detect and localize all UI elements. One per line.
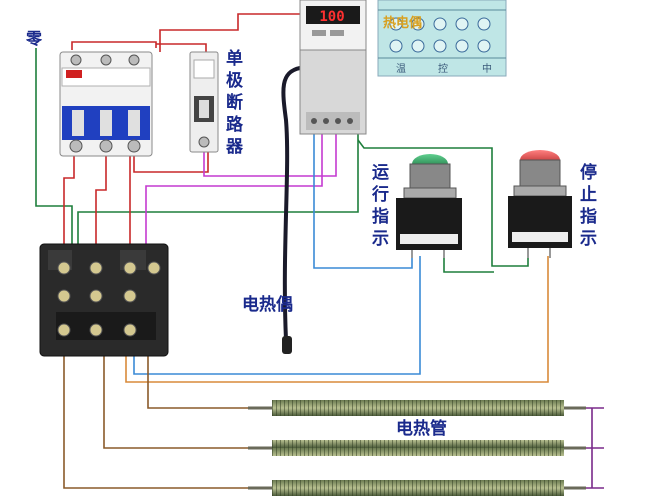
inset-title: 热电偶 bbox=[383, 15, 422, 31]
purple-bus bbox=[580, 407, 604, 489]
wires bbox=[35, 13, 604, 489]
red-wire-l3 bbox=[133, 152, 209, 173]
label-char: 单 bbox=[226, 48, 243, 69]
inset-text: 中 bbox=[482, 62, 492, 75]
stop-indicator-lamp bbox=[508, 150, 572, 258]
stop-indicator-label: 停 止 指 示 bbox=[580, 162, 597, 249]
thermocouple-label: 电热偶 bbox=[242, 294, 293, 315]
brown-wire-heater-3 bbox=[63, 356, 254, 489]
contactor bbox=[39, 243, 169, 357]
red-wire-l2 bbox=[95, 156, 107, 262]
label-char: 停 bbox=[580, 162, 597, 183]
heating-tube-3 bbox=[248, 480, 586, 496]
neutral-wire bbox=[35, 48, 73, 262]
inset-text: 温 bbox=[396, 63, 406, 75]
three-pole-breaker bbox=[59, 51, 153, 157]
label-char: 止 bbox=[580, 184, 597, 205]
brown-wire-heater-1 bbox=[147, 356, 254, 409]
label-char: 断 bbox=[226, 92, 243, 113]
blue-wire-contactor bbox=[133, 256, 421, 375]
heating-tube-2 bbox=[248, 440, 586, 456]
brand-badge bbox=[66, 70, 82, 78]
label-char: 运 bbox=[372, 163, 389, 183]
magenta-wire-2 bbox=[203, 134, 337, 177]
thermocouple-cable bbox=[281, 66, 301, 341]
blue-wire-controller bbox=[313, 134, 413, 269]
temperature-controller bbox=[299, 0, 367, 135]
controller-terminal-inset bbox=[377, 0, 507, 77]
red-wire-l1 bbox=[63, 156, 75, 262]
label-char: 器 bbox=[225, 137, 244, 157]
label-char: 路 bbox=[226, 114, 244, 135]
green-wire-run bbox=[443, 256, 494, 273]
green-wire-controller bbox=[77, 134, 359, 262]
heating-tube-1 bbox=[248, 400, 586, 416]
label-char: 示 bbox=[372, 229, 389, 249]
red-wire-breaker-top bbox=[71, 41, 207, 52]
thermocouple-probe bbox=[282, 336, 292, 354]
label-char: 指 bbox=[372, 206, 389, 227]
run-indicator-label: 运 行 指 示 bbox=[371, 163, 389, 249]
label-char: 极 bbox=[226, 71, 243, 91]
neutral-label: 零 bbox=[25, 29, 43, 48]
controller-display: 100 bbox=[319, 9, 344, 25]
label-char: 示 bbox=[580, 229, 597, 249]
brown-wire-heater-2 bbox=[103, 356, 254, 449]
single-pole-breaker bbox=[189, 51, 219, 153]
label-char: 行 bbox=[371, 184, 389, 205]
orange-wire-stop bbox=[125, 256, 549, 383]
single-pole-breaker-label: 单 极 断 路 器 bbox=[225, 48, 244, 157]
red-wire-controller-top bbox=[159, 13, 300, 52]
magenta-wire-1 bbox=[145, 134, 323, 262]
run-indicator-lamp bbox=[396, 154, 462, 258]
inset-text: 控 bbox=[438, 62, 448, 75]
heating-tubes-label: 电热管 bbox=[396, 418, 447, 439]
label-char: 指 bbox=[580, 206, 597, 227]
green-wire-indicator bbox=[357, 139, 529, 267]
